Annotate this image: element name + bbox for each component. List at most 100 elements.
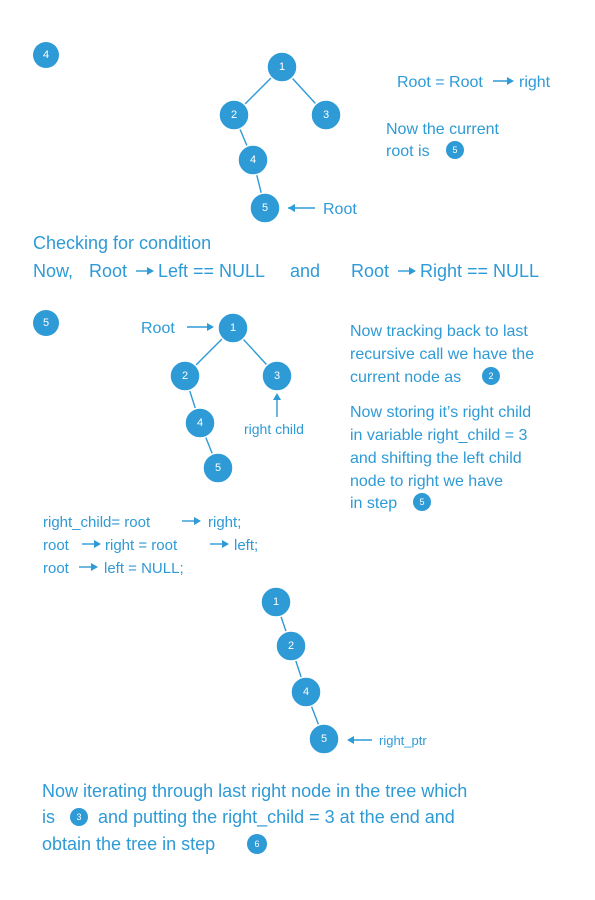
svg-text:5: 5 (262, 202, 268, 214)
condition-heading: Checking for condition (33, 233, 211, 253)
note1-line-3: current node as (350, 369, 461, 386)
current-line-1: Now the current (386, 121, 499, 138)
svg-text:2: 2 (488, 371, 493, 381)
tree-node: 5 (249, 192, 281, 224)
arrowhead-icon (222, 540, 229, 548)
step4-formula: Root = Root right (397, 74, 551, 91)
arrowhead-icon (207, 323, 214, 331)
step-ref-badge: 5 (413, 493, 431, 511)
final-line-1: Now iterating through last right node in… (42, 781, 467, 801)
note1-line-1: Now tracking back to last (350, 323, 528, 340)
note2-line-4: node to right we have (350, 473, 503, 490)
svg-text:1: 1 (230, 322, 236, 334)
condition-now: Now, (33, 261, 73, 281)
arrowhead-icon (288, 204, 295, 212)
right-ptr-pointer: right_ptr (347, 733, 427, 748)
svg-text:5: 5 (215, 462, 221, 474)
code-line-1a: right_child= root (43, 514, 151, 531)
tree-node: 2 (169, 360, 201, 392)
step5-note-1: Now tracking back to last recursive call… (350, 323, 534, 386)
tree-node: 2 (275, 630, 307, 662)
step5-badge: 5 (33, 310, 59, 336)
step6-badge: 6 (247, 834, 267, 854)
condition-and: and (290, 261, 320, 281)
step5-root-pointer: Root (141, 320, 214, 337)
step5-tree: 1 2 3 4 5 (169, 312, 293, 484)
chain-tree: 1 2 4 5 (260, 586, 340, 755)
final-paragraph: Now iterating through last right node in… (42, 781, 467, 854)
step4-tree: 1 2 3 4 5 (218, 51, 342, 224)
final-line-3: obtain the tree in step (42, 834, 215, 854)
tree-node: 1 (217, 312, 249, 344)
current-line-2: root is (386, 143, 430, 160)
condition-left-a: Root (89, 261, 127, 281)
formula-left: Root = Root (397, 74, 483, 91)
current-root-badge: 5 (446, 141, 464, 159)
tree-node: 3 (261, 360, 293, 392)
svg-text:5: 5 (419, 497, 424, 507)
right-child-label: right child (244, 421, 304, 437)
code-line-3a: root (43, 560, 70, 577)
note2-line-2: in variable right_child = 3 (350, 427, 528, 444)
note1-line-2: recursive call we have the (350, 346, 534, 363)
tree-node: 2 (218, 99, 250, 131)
svg-text:3: 3 (76, 812, 81, 822)
arrowhead-icon (194, 517, 201, 525)
arrowhead-icon (507, 77, 514, 85)
svg-text:4: 4 (197, 417, 203, 429)
node-3-badge: 3 (70, 808, 88, 826)
step4-badge-label: 4 (43, 49, 49, 61)
tree-node: 4 (290, 676, 322, 708)
final-line-2a: is (42, 807, 55, 827)
step4-current-note: Now the current root is 5 (386, 121, 499, 160)
code-block: right_child= root right; root right = ro… (43, 514, 258, 577)
step5-right-child-pointer: right child (244, 393, 304, 437)
tree-node: 3 (310, 99, 342, 131)
svg-text:1: 1 (279, 61, 285, 73)
arrowhead-icon (273, 393, 281, 400)
code-line-2b: right = root (105, 537, 178, 554)
note2-line-1: Now storing it’s right child (350, 404, 531, 421)
root-label: Root (323, 201, 357, 218)
code-line-2a: root (43, 537, 70, 554)
svg-text:1: 1 (273, 596, 279, 608)
formula-right: right (519, 74, 551, 91)
svg-text:2: 2 (231, 109, 237, 121)
tree-node: 1 (260, 586, 292, 618)
arrowhead-icon (94, 540, 101, 548)
code-line-3b: left = NULL; (104, 560, 184, 577)
root-label: Root (141, 320, 175, 337)
condition-line: Now, Root Left == NULL and Root Right ==… (33, 261, 539, 281)
step5-badge-label: 5 (43, 317, 49, 329)
svg-text:4: 4 (303, 686, 309, 698)
svg-text:2: 2 (288, 640, 294, 652)
step4-badge: 4 (33, 42, 59, 68)
final-line-2b: and putting the right_child = 3 at the e… (98, 807, 455, 828)
code-line-2c: left; (234, 537, 258, 554)
svg-text:5: 5 (452, 145, 457, 155)
svg-text:5: 5 (321, 733, 327, 745)
tree-node: 4 (184, 407, 216, 439)
tree-node: 4 (237, 144, 269, 176)
svg-text:3: 3 (274, 370, 280, 382)
svg-text:2: 2 (182, 370, 188, 382)
right-ptr-label: right_ptr (379, 733, 427, 748)
tree-node: 5 (308, 723, 340, 755)
arrowhead-icon (147, 267, 154, 275)
tree-node: 1 (266, 51, 298, 83)
condition-right-b: Right == NULL (420, 261, 539, 281)
step5-note-2: Now storing it’s right child in variable… (350, 404, 531, 512)
svg-text:3: 3 (323, 109, 329, 121)
current-node-badge: 2 (482, 367, 500, 385)
tree-node: 5 (202, 452, 234, 484)
arrowhead-icon (347, 736, 354, 744)
note2-line-3: and shifting the left child (350, 450, 522, 467)
condition-right-a: Root (351, 261, 389, 281)
note2-line-5: in step (350, 495, 397, 512)
svg-text:4: 4 (250, 154, 256, 166)
svg-text:6: 6 (254, 839, 259, 849)
code-line-1b: right; (208, 514, 241, 531)
step4-root-pointer: Root (288, 201, 357, 218)
condition-left-b: Left == NULL (158, 261, 265, 281)
